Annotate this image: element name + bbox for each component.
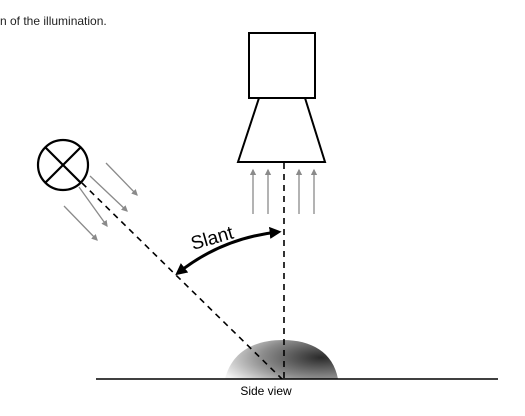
illumination-rays — [63, 162, 138, 241]
illumination-axis-line — [81, 182, 283, 380]
light-source-icon — [36, 138, 90, 192]
side-view-label: Side view — [240, 384, 292, 398]
surface-mound — [225, 340, 338, 379]
illumination-ray — [78, 186, 108, 228]
illumination-ray — [105, 162, 138, 196]
illumination-ray — [89, 175, 128, 212]
camera-lens — [236, 97, 327, 163]
camera-light-rays — [249, 168, 318, 214]
caption-text: n of the illumination. — [0, 14, 107, 28]
camera-body — [248, 32, 316, 99]
illumination-ray — [63, 205, 98, 241]
slant-angle-arc — [175, 226, 282, 276]
